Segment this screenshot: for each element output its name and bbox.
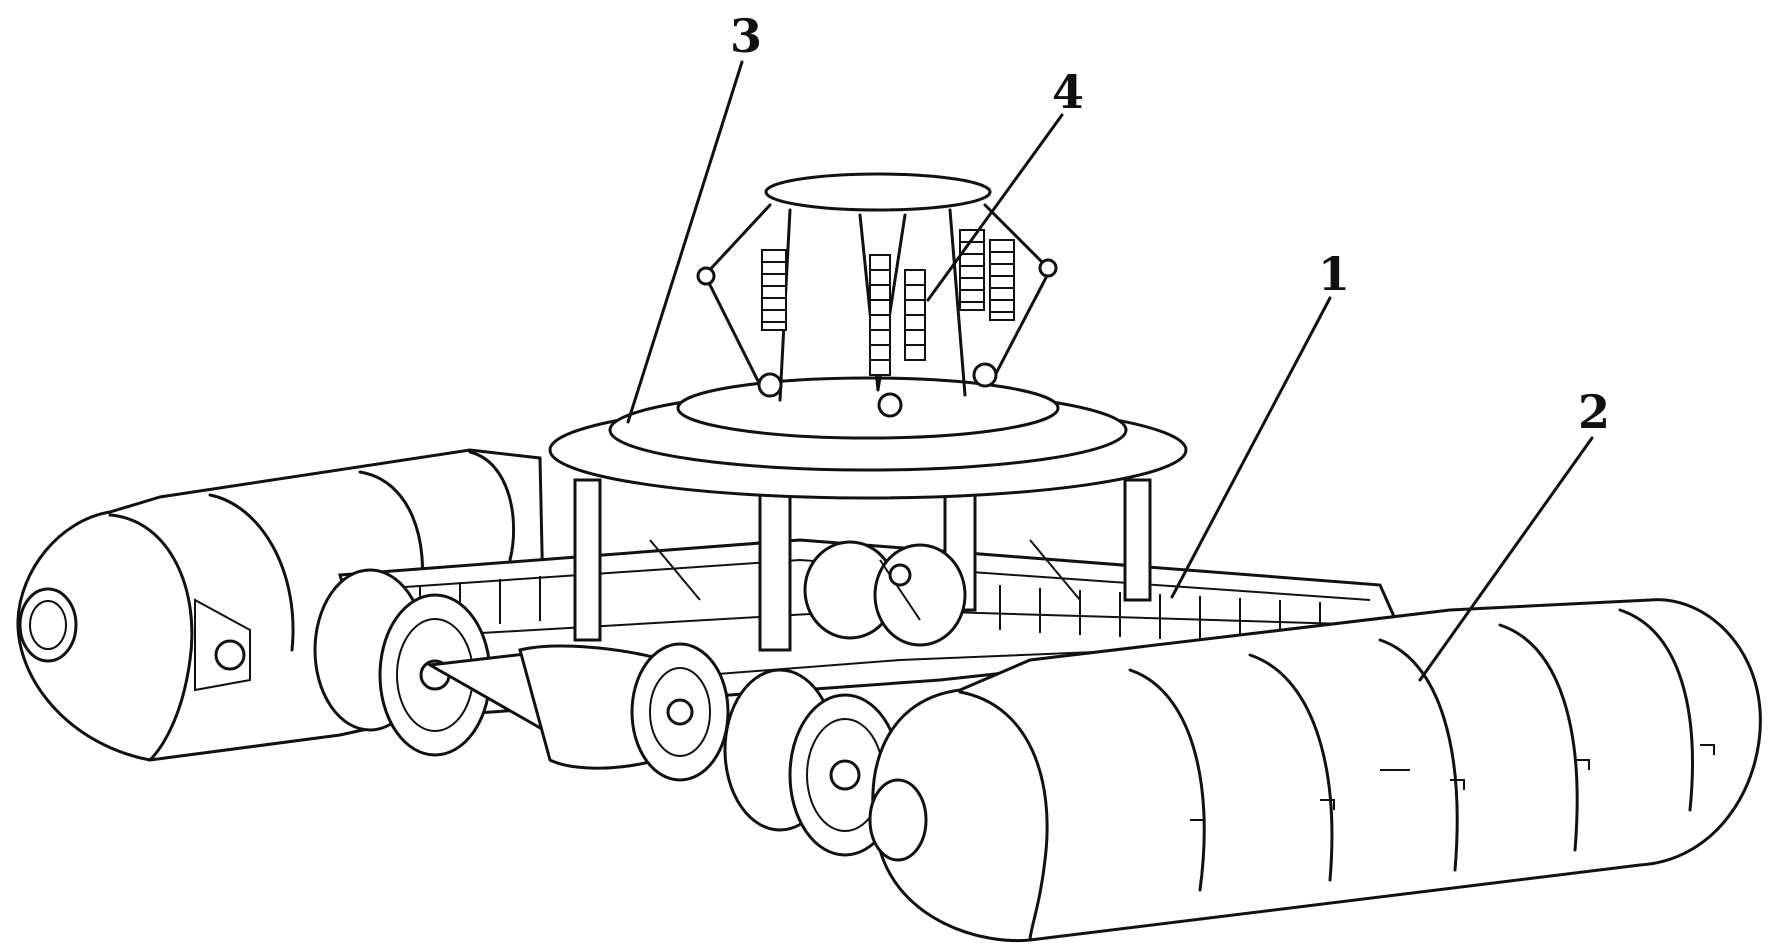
left-drive-wheel	[313, 568, 492, 757]
leader-lines	[626, 60, 1594, 682]
turntable-base	[548, 376, 1188, 500]
part-label-4: 4	[1052, 65, 1084, 119]
leader-line-3	[626, 60, 744, 424]
part-label-3: 3	[730, 9, 762, 63]
leader-line-4	[926, 113, 1064, 302]
chassis-frame	[573, 478, 1152, 652]
leader-line-1	[1170, 296, 1332, 599]
leader-line-2	[1418, 436, 1594, 682]
center-roller	[425, 642, 730, 782]
spring-platform	[696, 172, 1058, 418]
right-pontoon	[868, 598, 1762, 943]
part-label-2: 2	[1578, 385, 1610, 439]
part-label-1: 1	[1318, 247, 1350, 301]
